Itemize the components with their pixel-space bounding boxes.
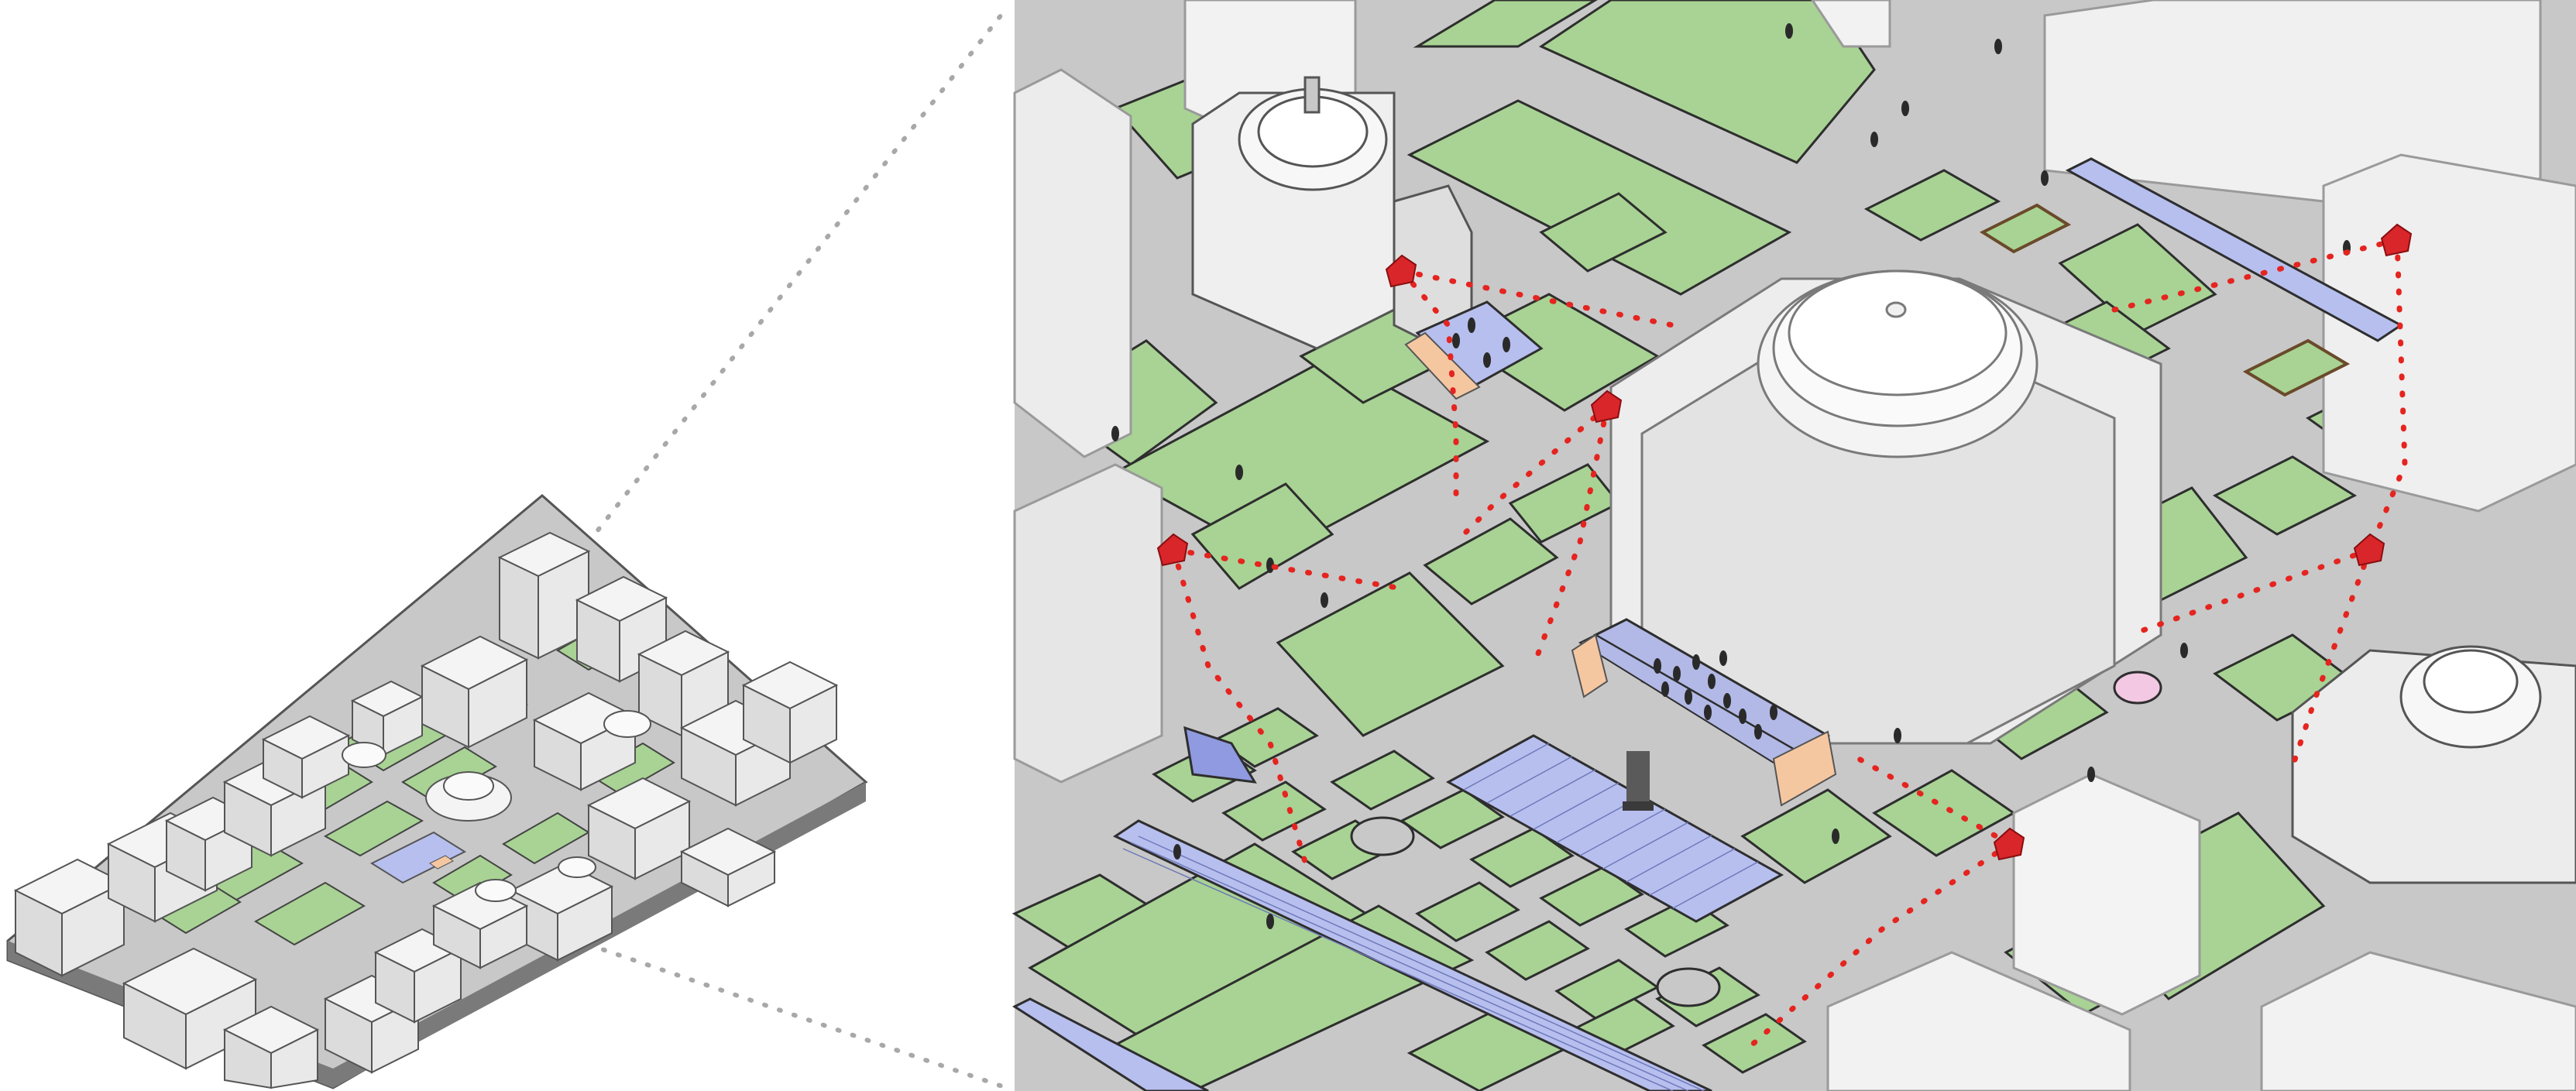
statue-icon [1623, 751, 1654, 811]
map-marker-icon [1156, 533, 1189, 567]
ornamental-beds [1979, 203, 2351, 397]
people-figures [1111, 23, 2351, 929]
grand-stairs [1012, 726, 1784, 1091]
central-domed-building [1609, 269, 2162, 745]
map-marker-icon [1590, 389, 1623, 424]
east-domed-hall [2291, 645, 2576, 884]
west-domed-hall [1191, 76, 1473, 366]
overview-stairs [369, 831, 467, 884]
overview-accent [429, 855, 454, 870]
garden-grid [1152, 707, 1807, 1074]
garden-roundabout-east [1656, 967, 1721, 1007]
map-marker-icon [1385, 254, 1417, 288]
overview-buildings [13, 531, 839, 1089]
map-markers [1156, 223, 2413, 861]
campus-detail-zoom [1012, 0, 2576, 1091]
map-marker-icon [1993, 827, 2025, 861]
overview-base-side [8, 782, 866, 1088]
walking-routes [1170, 237, 2408, 1056]
map-marker-icon [2353, 533, 2385, 567]
map-marker-icon [2380, 223, 2413, 257]
campus-overview-model [6, 494, 868, 1089]
ghost-buildings-west [1013, 0, 1891, 784]
overview-domes [342, 710, 651, 902]
zoom-leader-lines [586, 5, 1009, 1090]
stairs-hatching [1122, 743, 1759, 1091]
fountain [2113, 671, 2162, 705]
garden-roundabout-west [1350, 816, 1415, 856]
